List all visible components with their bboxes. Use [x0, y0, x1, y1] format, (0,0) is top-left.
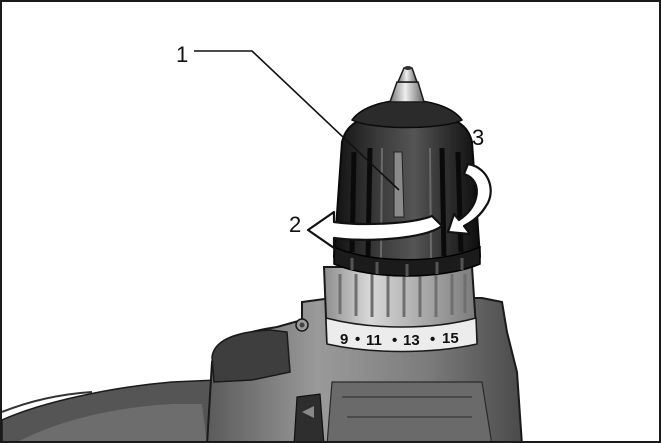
drill-handle: [2, 379, 237, 441]
scale-mark: •: [430, 331, 435, 348]
curved-arrow-down-icon: [446, 162, 492, 236]
callout-1: 1: [176, 42, 189, 67]
callout-2: 2: [289, 212, 302, 237]
scale-mark: 9: [340, 331, 348, 348]
leader-line-1: [194, 50, 400, 191]
scale-mark: 13: [403, 332, 420, 349]
scale-mark: 11: [366, 332, 382, 349]
chuck-tip: [388, 66, 426, 103]
torque-collar: [322, 266, 479, 353]
scale-mark: •: [355, 331, 360, 348]
chuck-sleeve: [332, 99, 482, 277]
scale-mark: 15: [442, 330, 459, 347]
curved-arrow-left-icon: [306, 210, 444, 250]
callout-3: 3: [472, 125, 485, 150]
scale-mark: •: [392, 332, 397, 349]
torque-scale: 9 • 11 • 13 • 15: [340, 330, 459, 349]
